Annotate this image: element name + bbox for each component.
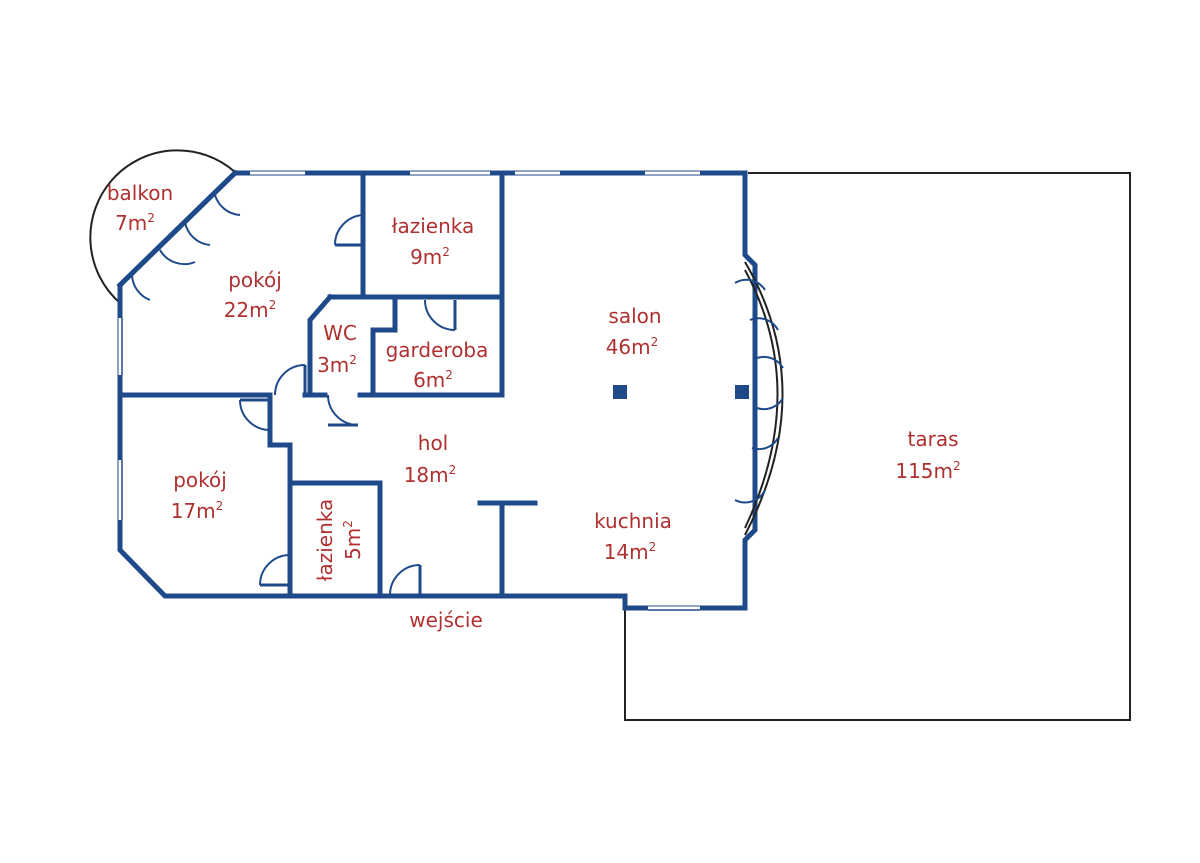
svg-text:7m2: 7m2 (115, 211, 155, 235)
svg-text:3m2: 3m2 (317, 353, 357, 377)
room-area: 9m (410, 245, 442, 269)
room-name: balkon (107, 181, 173, 205)
room-name: hol (418, 431, 448, 455)
room-name: łazienka (392, 214, 474, 238)
column (735, 385, 749, 399)
svg-text:22m2: 22m2 (224, 298, 277, 322)
room-labels: balkon 7m2 pokój 22m2 łazienka 9m2 WC 3m… (107, 181, 961, 632)
room-name: garderoba (386, 338, 489, 362)
svg-text:17m2: 17m2 (171, 499, 224, 523)
interior-doors (239, 214, 457, 596)
balcony-doors (131, 194, 241, 301)
entrance-label: wejście (409, 608, 483, 632)
salon-bay-window (744, 261, 784, 536)
room-name: WC (323, 321, 357, 345)
salon-bay-doors (734, 278, 784, 504)
svg-text:18m2: 18m2 (404, 463, 457, 487)
svg-text:46m2: 46m2 (606, 335, 659, 359)
room-area: 5m (341, 528, 365, 560)
column (613, 385, 627, 399)
room-area: 18m (404, 463, 449, 487)
room-area: 17m (171, 499, 216, 523)
balcony-outline (89, 149, 236, 304)
room-area: 22m (224, 298, 269, 322)
interior-walls (117, 170, 538, 599)
room-name: pokój (173, 468, 227, 492)
room-area: 46m (606, 335, 651, 359)
room-area: 7m (115, 211, 147, 235)
windows (118, 171, 700, 611)
salon-bay-window-inner (744, 269, 779, 529)
room-name: łazienka (313, 499, 337, 581)
room-area: 14m (604, 540, 649, 564)
room-area: 115m (895, 459, 953, 483)
terrace-outline (624, 172, 1131, 721)
svg-text:5m2: 5m2 (341, 520, 365, 560)
svg-text:14m2: 14m2 (604, 540, 657, 564)
room-name: pokój (228, 268, 282, 292)
room-name: salon (608, 304, 661, 328)
room-area: 3m (317, 353, 349, 377)
outer-walls (117, 170, 758, 611)
room-area: 6m (413, 368, 445, 392)
svg-text:9m2: 9m2 (410, 245, 450, 269)
svg-text:115m2: 115m2 (895, 459, 960, 483)
svg-text:6m2: 6m2 (413, 368, 453, 392)
room-name: kuchnia (594, 509, 672, 533)
room-name: taras (908, 427, 959, 451)
balcony-wall (116, 169, 239, 289)
